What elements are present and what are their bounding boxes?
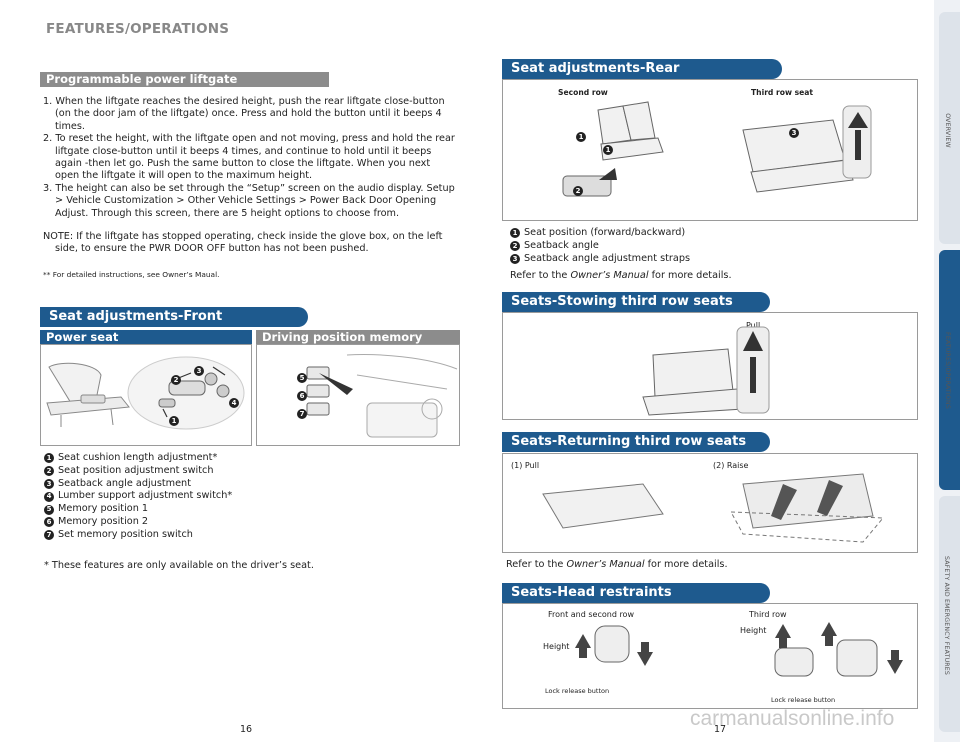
third-row-label: Third row bbox=[749, 610, 787, 619]
rear-callout-3: 3 bbox=[789, 120, 803, 139]
liftgate-step-3: 3. The height can also be set through th… bbox=[43, 182, 455, 219]
height-label-2: Height bbox=[740, 626, 767, 635]
rear-seat-illustration: Second row Third row seat 1 1 2 3 bbox=[502, 79, 918, 221]
liftgate-step-1: 1. When the liftgate reaches the desired… bbox=[43, 96, 445, 132]
sidebar-label-overview: OVERVIEW bbox=[943, 112, 951, 148]
callout-4: 4 bbox=[229, 390, 243, 409]
rear-callout-1b: 1 bbox=[603, 137, 617, 156]
power-seat-illustration: 2 3 4 1 bbox=[40, 344, 252, 446]
liftgate-note: NOTE: If the liftgate has stopped operat… bbox=[43, 231, 443, 255]
page-number-right: 17 bbox=[714, 724, 727, 735]
lock-release-label-1: Lock release button bbox=[545, 687, 610, 695]
front-seat-footnote: * These features are only available on t… bbox=[44, 560, 314, 571]
memory-illustration: 5 6 7 bbox=[256, 344, 460, 446]
stowing-illustration: Pull bbox=[502, 312, 918, 420]
callout-2: 2 bbox=[171, 367, 185, 386]
driving-position-memory-label: Driving position memory bbox=[256, 330, 460, 344]
callout-5: 5 bbox=[297, 365, 311, 384]
liftgate-section-title: Programmable power liftgate bbox=[40, 72, 329, 87]
returning-section-title: Seats-Returning third row seats bbox=[502, 432, 770, 452]
liftgate-footnote: ** For detailed instructions, see Owner’… bbox=[43, 270, 220, 279]
head-restraints-illustration: Front and second row Third row Height He… bbox=[502, 603, 918, 709]
sidebar-label-features: FEATURES/OPERATIONS bbox=[943, 331, 951, 409]
callout-3: 3 bbox=[194, 358, 208, 377]
sidebar-tab-safety[interactable] bbox=[939, 496, 960, 732]
power-seat-label: Power seat bbox=[40, 330, 252, 344]
rear-callout-2: 2 bbox=[573, 178, 587, 197]
height-label-1: Height bbox=[543, 642, 570, 651]
lock-release-label-2: Lock release button bbox=[771, 696, 836, 704]
section-sidebar: OVERVIEW FEATURES/OPERATIONS SAFETY AND … bbox=[934, 0, 960, 742]
rear-seat-section-title: Seat adjustments-Rear bbox=[502, 59, 782, 79]
callout-1: 1 bbox=[169, 408, 183, 427]
stowing-section-title: Seats-Stowing third row seats bbox=[502, 292, 770, 312]
front-seat-section-title: Seat adjustments-Front bbox=[40, 307, 308, 327]
sidebar-tab-overview[interactable] bbox=[939, 12, 960, 244]
head-restraints-section-title: Seats-Head restraints bbox=[502, 583, 770, 603]
raise-step-label: (2) Raise bbox=[713, 461, 749, 470]
sidebar-label-safety: SAFETY AND EMERGENCY FEATURES bbox=[943, 555, 951, 675]
pull-step-label: (1) Pull bbox=[511, 461, 540, 470]
rear-refer-text: Refer to the Owner’s Manual for more det… bbox=[510, 270, 732, 281]
returning-refer-text: Refer to the Owner’s Manual for more det… bbox=[506, 559, 728, 570]
pull-label: Pull bbox=[746, 321, 761, 330]
third-row-seat-label: Third row seat bbox=[751, 88, 814, 97]
page-header-title: FEATURES/OPERATIONS bbox=[46, 21, 230, 37]
sidebar-tab-features[interactable] bbox=[939, 250, 960, 490]
liftgate-instructions: 1. When the liftgate reaches the desired… bbox=[43, 96, 455, 256]
returning-illustration: (1) Pull (2) Raise bbox=[502, 453, 918, 553]
callout-7: 7 bbox=[297, 401, 311, 420]
rear-callout-1a: 1 bbox=[576, 124, 590, 143]
watermark: carmanualsonline.info bbox=[690, 707, 895, 730]
liftgate-step-2: 2. To reset the height, with the liftgat… bbox=[43, 133, 455, 182]
page-number-left: 16 bbox=[240, 724, 253, 735]
second-row-label: Second row bbox=[558, 88, 608, 97]
front-second-row-label: Front and second row bbox=[548, 610, 634, 619]
callout-6: 6 bbox=[297, 383, 311, 402]
